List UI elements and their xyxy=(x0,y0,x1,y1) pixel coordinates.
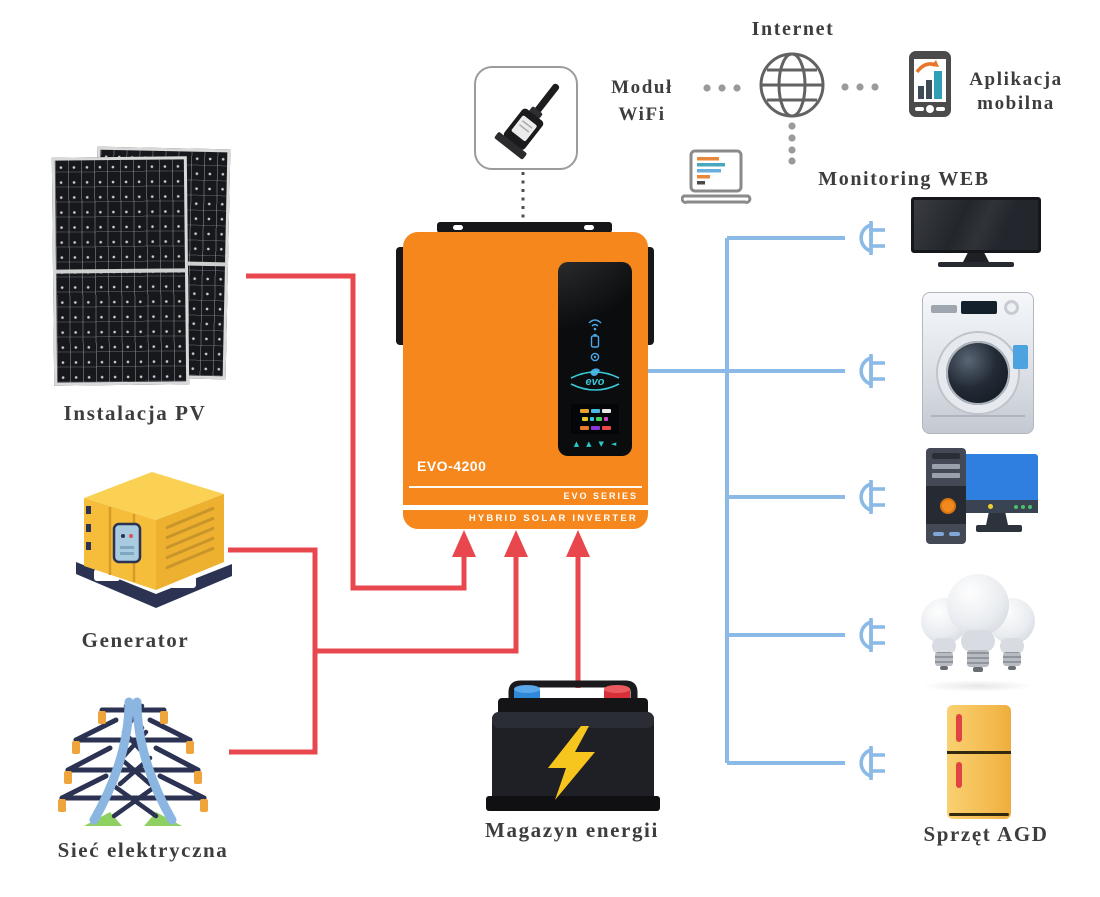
divider xyxy=(409,486,642,488)
battery-icon xyxy=(486,680,660,811)
button-down-icon: ▼ xyxy=(598,440,604,448)
led xyxy=(1021,505,1025,509)
washer-drawer-line xyxy=(931,415,1025,417)
internet-label: Internet xyxy=(751,18,835,40)
fridge-icon xyxy=(947,705,1011,819)
mobile-app-label-line1: Aplikacja xyxy=(969,69,1063,90)
button-up-icon: ▲ xyxy=(573,440,580,448)
power-plug-icon xyxy=(859,480,885,514)
power-plug-icon xyxy=(859,746,885,780)
blue-load-lines xyxy=(648,236,845,765)
light-bulbs-icon xyxy=(915,568,1041,692)
power-grid-icon xyxy=(58,697,208,826)
inverter-mount-bracket xyxy=(437,222,612,233)
power-plug-icon xyxy=(859,354,885,388)
generator-icon xyxy=(76,472,232,608)
solar-panels-icon xyxy=(50,140,240,390)
fridge-handle xyxy=(956,714,962,742)
power-plug-icon xyxy=(859,618,885,652)
wifi-module-label-line2: WiFi xyxy=(618,104,666,125)
dotted-connectors xyxy=(521,83,879,220)
wifi-dongle-box xyxy=(474,66,578,170)
button-enter-icon: ◄ xyxy=(610,440,617,448)
appliances-label: Sprzęt AGD xyxy=(923,822,1049,846)
web-monitoring-label: Monitoring WEB xyxy=(818,168,990,190)
inverter-lcd-screen xyxy=(571,404,619,434)
battery-label: Magazyn energii xyxy=(485,818,659,842)
inverter: evo ▲ ▲ ▼ ◄ EVO-4200 EVO SERIES HYBRID S… xyxy=(403,232,648,529)
red-source-lines xyxy=(228,273,581,755)
grid-label: Sieć elektryczna xyxy=(57,838,229,862)
globe-icon xyxy=(759,52,825,118)
monitor-base xyxy=(976,525,1022,532)
inverter-touch-buttons: ▲ ▲ ▼ ◄ xyxy=(558,441,632,448)
power-plug-icon xyxy=(859,221,885,255)
evo-logo: evo xyxy=(570,371,620,391)
energy-label-sticker xyxy=(1013,345,1028,369)
wifi-dongle-icon xyxy=(494,83,560,160)
pc-tower xyxy=(926,448,966,544)
red-arrowheads xyxy=(452,530,590,557)
screw-hole xyxy=(453,225,463,230)
monitor-screen xyxy=(962,454,1038,500)
fridge-handle xyxy=(956,762,962,788)
divider xyxy=(403,505,648,510)
tv-screen xyxy=(911,197,1041,253)
status-icons xyxy=(588,319,602,376)
led xyxy=(1014,505,1018,509)
power-led xyxy=(988,504,993,509)
tv-icon xyxy=(911,197,1041,267)
generator-label: Generator xyxy=(81,628,190,652)
tower-light xyxy=(933,532,944,536)
monitor-bezel xyxy=(962,500,1038,513)
computer-icon xyxy=(920,446,1042,548)
inverter-model: EVO-4200 xyxy=(417,458,487,474)
solar-panel-front xyxy=(51,156,190,386)
screw-hole xyxy=(584,225,594,230)
washer-door xyxy=(938,333,1018,413)
button-up-icon: ▲ xyxy=(586,440,592,448)
inverter-series: EVO SERIES xyxy=(563,491,638,501)
inverter-type: HYBRID SOLAR INVERTER xyxy=(468,513,638,524)
smartphone-icon xyxy=(909,51,951,117)
wifi-module-label: Moduł WiFi xyxy=(592,74,692,128)
led xyxy=(1028,505,1032,509)
tower-vent xyxy=(932,473,960,478)
bulb-shadow xyxy=(921,680,1035,692)
mobile-app-label-line2: mobilna xyxy=(977,93,1055,114)
battery-status-icon xyxy=(590,335,600,348)
mobile-app-label: Aplikacja mobilna xyxy=(950,68,1082,116)
fridge-base xyxy=(949,813,1009,816)
power-button xyxy=(940,498,956,514)
fridge-divider xyxy=(947,751,1011,754)
washer-display xyxy=(961,301,997,314)
tower-slot xyxy=(932,453,960,459)
wifi-module-label-line1: Moduł xyxy=(611,77,673,98)
svg-text:evo: evo xyxy=(586,376,605,388)
tv-base xyxy=(938,262,1014,267)
tower-vent xyxy=(932,464,960,469)
tower-light xyxy=(949,532,960,536)
washer-logo-chip xyxy=(931,305,957,313)
inverter-display-panel: evo ▲ ▲ ▼ ◄ xyxy=(558,262,632,456)
monitor-stand xyxy=(986,513,1008,525)
load-status-icon xyxy=(590,352,600,362)
pv-label: Instalacja PV xyxy=(63,401,207,425)
laptop-icon xyxy=(681,149,752,204)
washing-machine-icon xyxy=(922,292,1034,434)
tv-stand xyxy=(963,253,989,262)
power-plug-icons xyxy=(859,221,885,780)
washer-knob xyxy=(1004,300,1019,315)
